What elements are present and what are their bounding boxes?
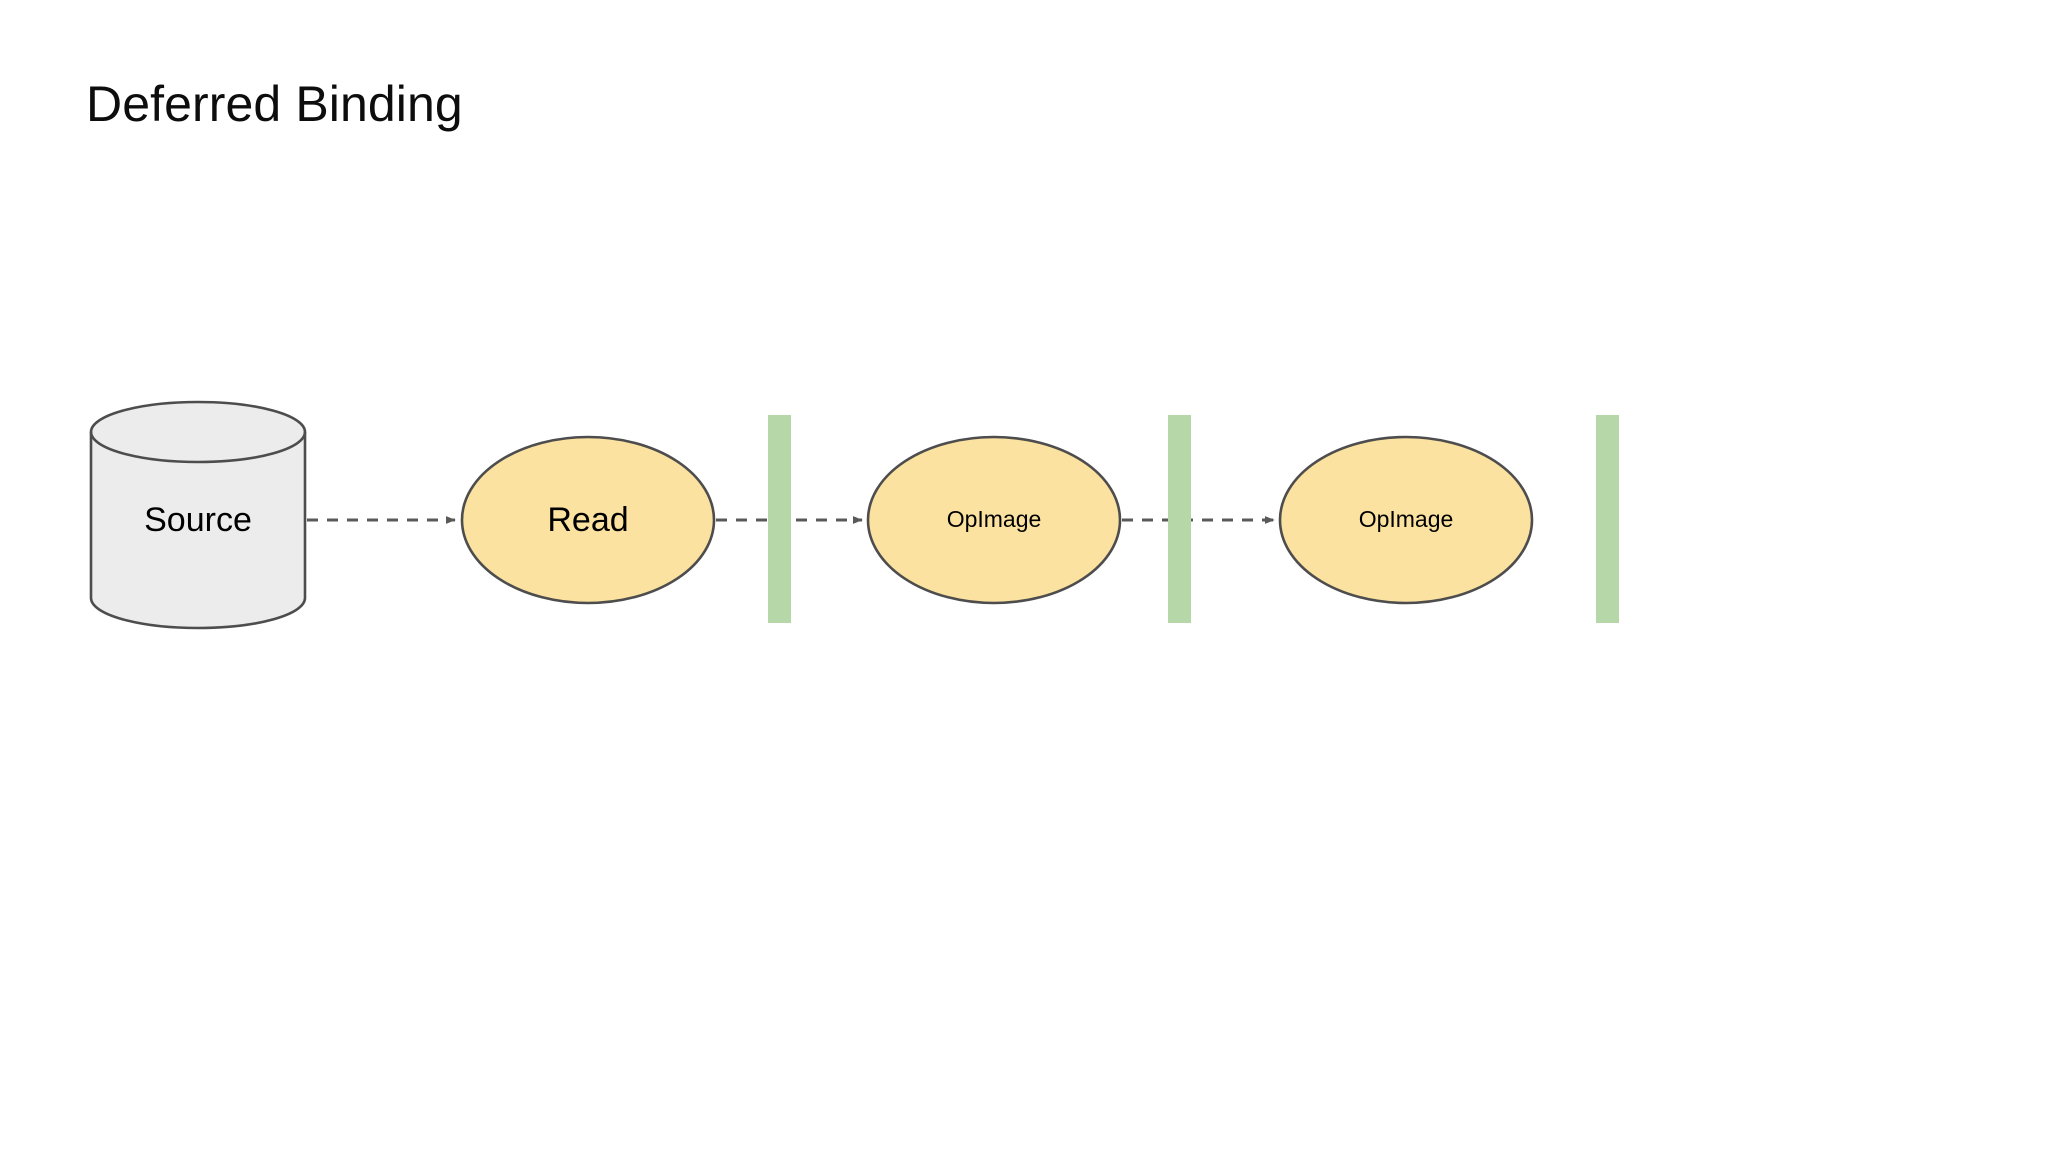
cylinder-top-arc bbox=[89, 431, 307, 464]
node-opimage-1[interactable] bbox=[866, 435, 1122, 605]
ellipse-read bbox=[460, 435, 716, 605]
node-opimage-2[interactable] bbox=[1278, 435, 1534, 605]
node-source[interactable] bbox=[89, 400, 307, 630]
barrier-bar-3[interactable] bbox=[1596, 415, 1619, 623]
ellipse-opimage-1 bbox=[866, 435, 1122, 605]
barrier-bar-1[interactable] bbox=[768, 415, 791, 623]
barrier-bar-2[interactable] bbox=[1168, 415, 1191, 623]
page-title: Deferred Binding bbox=[86, 76, 463, 132]
cylinder-body bbox=[89, 400, 307, 630]
ellipse-opimage-2 bbox=[1278, 435, 1534, 605]
node-read[interactable] bbox=[460, 435, 716, 605]
